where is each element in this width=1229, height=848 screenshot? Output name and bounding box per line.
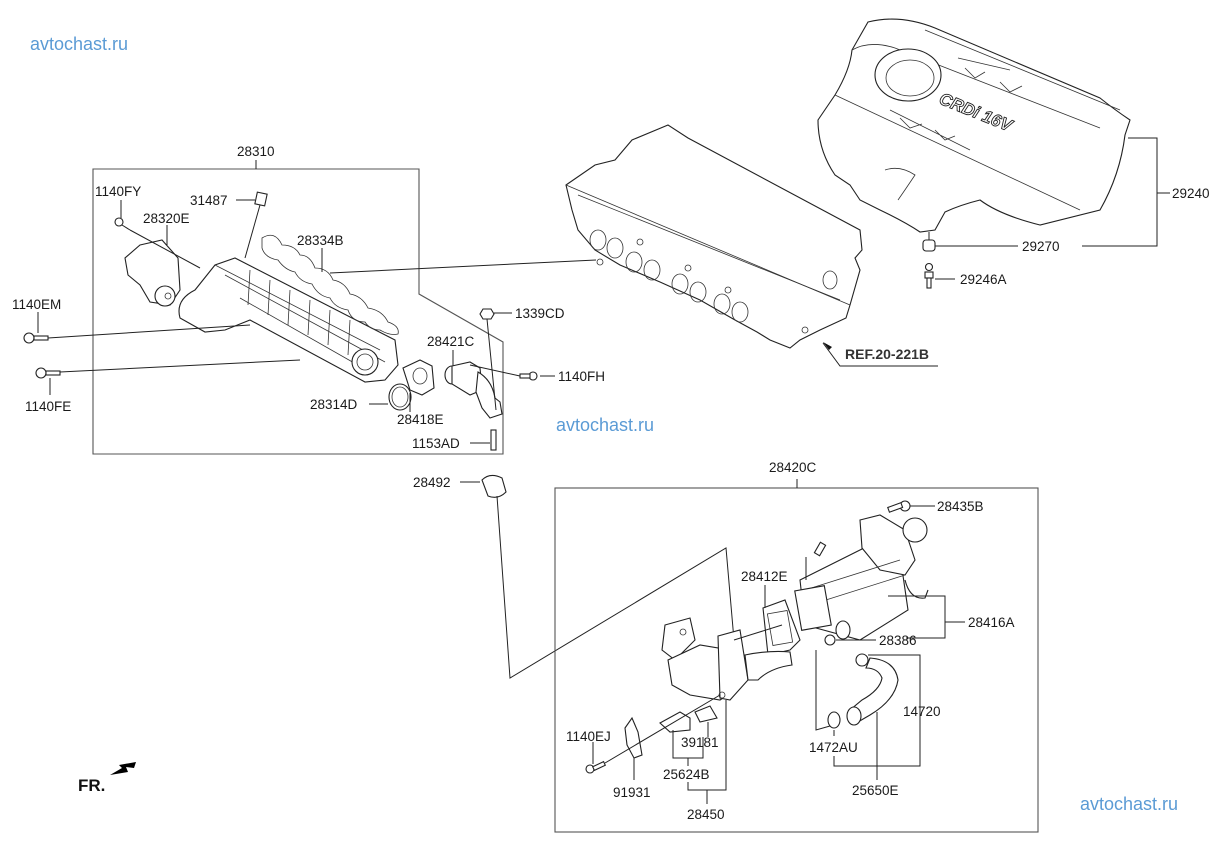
label-28314D: 28314D	[310, 397, 358, 412]
front-direction-arrow-icon	[110, 762, 136, 775]
label-1153AD: 1153AD	[412, 436, 460, 451]
label-91931: 91931	[613, 785, 651, 800]
label-28492: 28492	[413, 475, 451, 490]
label-1140FE: 1140FE	[25, 399, 71, 414]
label-1140FH: 1140FH	[558, 369, 605, 384]
bolt-1140FH-icon	[519, 371, 538, 381]
bolt-1140EJ-icon	[585, 760, 607, 774]
label-14720: 14720	[903, 704, 941, 719]
label-25650E: 25650E	[852, 783, 899, 798]
label-28386: 28386	[879, 633, 917, 648]
hose-14720	[846, 653, 899, 726]
gasket-28418E	[402, 359, 435, 396]
sensor-31487-icon	[254, 191, 268, 207]
bolt-1140FY-icon	[114, 217, 131, 231]
stud-29246A-icon	[924, 262, 934, 289]
group-28310-frame	[92, 168, 504, 455]
watermark-top-left: avtochast.ru	[30, 34, 128, 54]
group-28420C-label: 28420C	[769, 460, 817, 475]
gasket-28334B	[261, 234, 399, 335]
gasket-28412E	[762, 599, 801, 656]
pipe-28421C	[444, 361, 503, 419]
label-28412E: 28412E	[741, 569, 788, 584]
reference-label: REF.20-221B	[845, 346, 929, 362]
engine-cover: CRDi 16V	[817, 18, 1131, 233]
label-29246A: 29246A	[960, 272, 1007, 287]
label-28450: 28450	[687, 807, 725, 822]
label-28435B: 28435B	[937, 499, 984, 514]
bolt-1140EM-icon	[23, 332, 49, 344]
bolt-1140FE-icon	[35, 367, 61, 379]
cylinder-head	[565, 124, 863, 349]
label-28334B: 28334B	[297, 233, 344, 248]
label-28421C: 28421C	[427, 334, 475, 349]
bolt-28435B-icon	[887, 500, 911, 513]
stud-1153AD-icon	[490, 429, 497, 451]
egr-valve-28450	[661, 617, 793, 701]
label-1140FY: 1140FY	[95, 184, 141, 199]
label-25624B: 25624B	[663, 767, 710, 782]
nut-1339CD-icon	[479, 308, 495, 320]
gasket-28492	[481, 474, 507, 498]
egr-cooler-28416A	[794, 514, 929, 641]
ref-arrow-icon	[823, 342, 832, 350]
label-1140EM: 1140EM	[12, 297, 61, 312]
label-1339CD: 1339CD	[515, 306, 565, 321]
grommet-29270-icon	[922, 232, 936, 252]
label-31487: 31487	[190, 193, 228, 208]
clamp-1472AU	[827, 711, 841, 729]
cooler-bolt-icon	[813, 541, 827, 557]
actuator-28320E	[124, 239, 181, 307]
plate-91931	[624, 716, 643, 759]
watermark-bottom-right: avtochast.ru	[1080, 794, 1178, 814]
watermark-center: avtochast.ru	[556, 415, 654, 435]
front-direction-label: FR.	[78, 776, 105, 795]
group-28310-label: 28310	[237, 144, 275, 159]
label-28418E: 28418E	[397, 412, 444, 427]
label-39181: 39181	[681, 735, 719, 750]
label-29270: 29270	[1022, 239, 1060, 254]
intake-manifold	[178, 257, 399, 383]
label-29240: 29240	[1172, 186, 1210, 201]
oring-28386	[824, 634, 836, 646]
group-28420C-frame	[554, 487, 1039, 833]
label-1472AU: 1472AU	[809, 740, 858, 755]
label-28320E: 28320E	[143, 211, 190, 226]
oring-28314D	[388, 383, 412, 411]
label-28416A: 28416A	[968, 615, 1015, 630]
label-1140EJ: 1140EJ	[566, 729, 611, 744]
